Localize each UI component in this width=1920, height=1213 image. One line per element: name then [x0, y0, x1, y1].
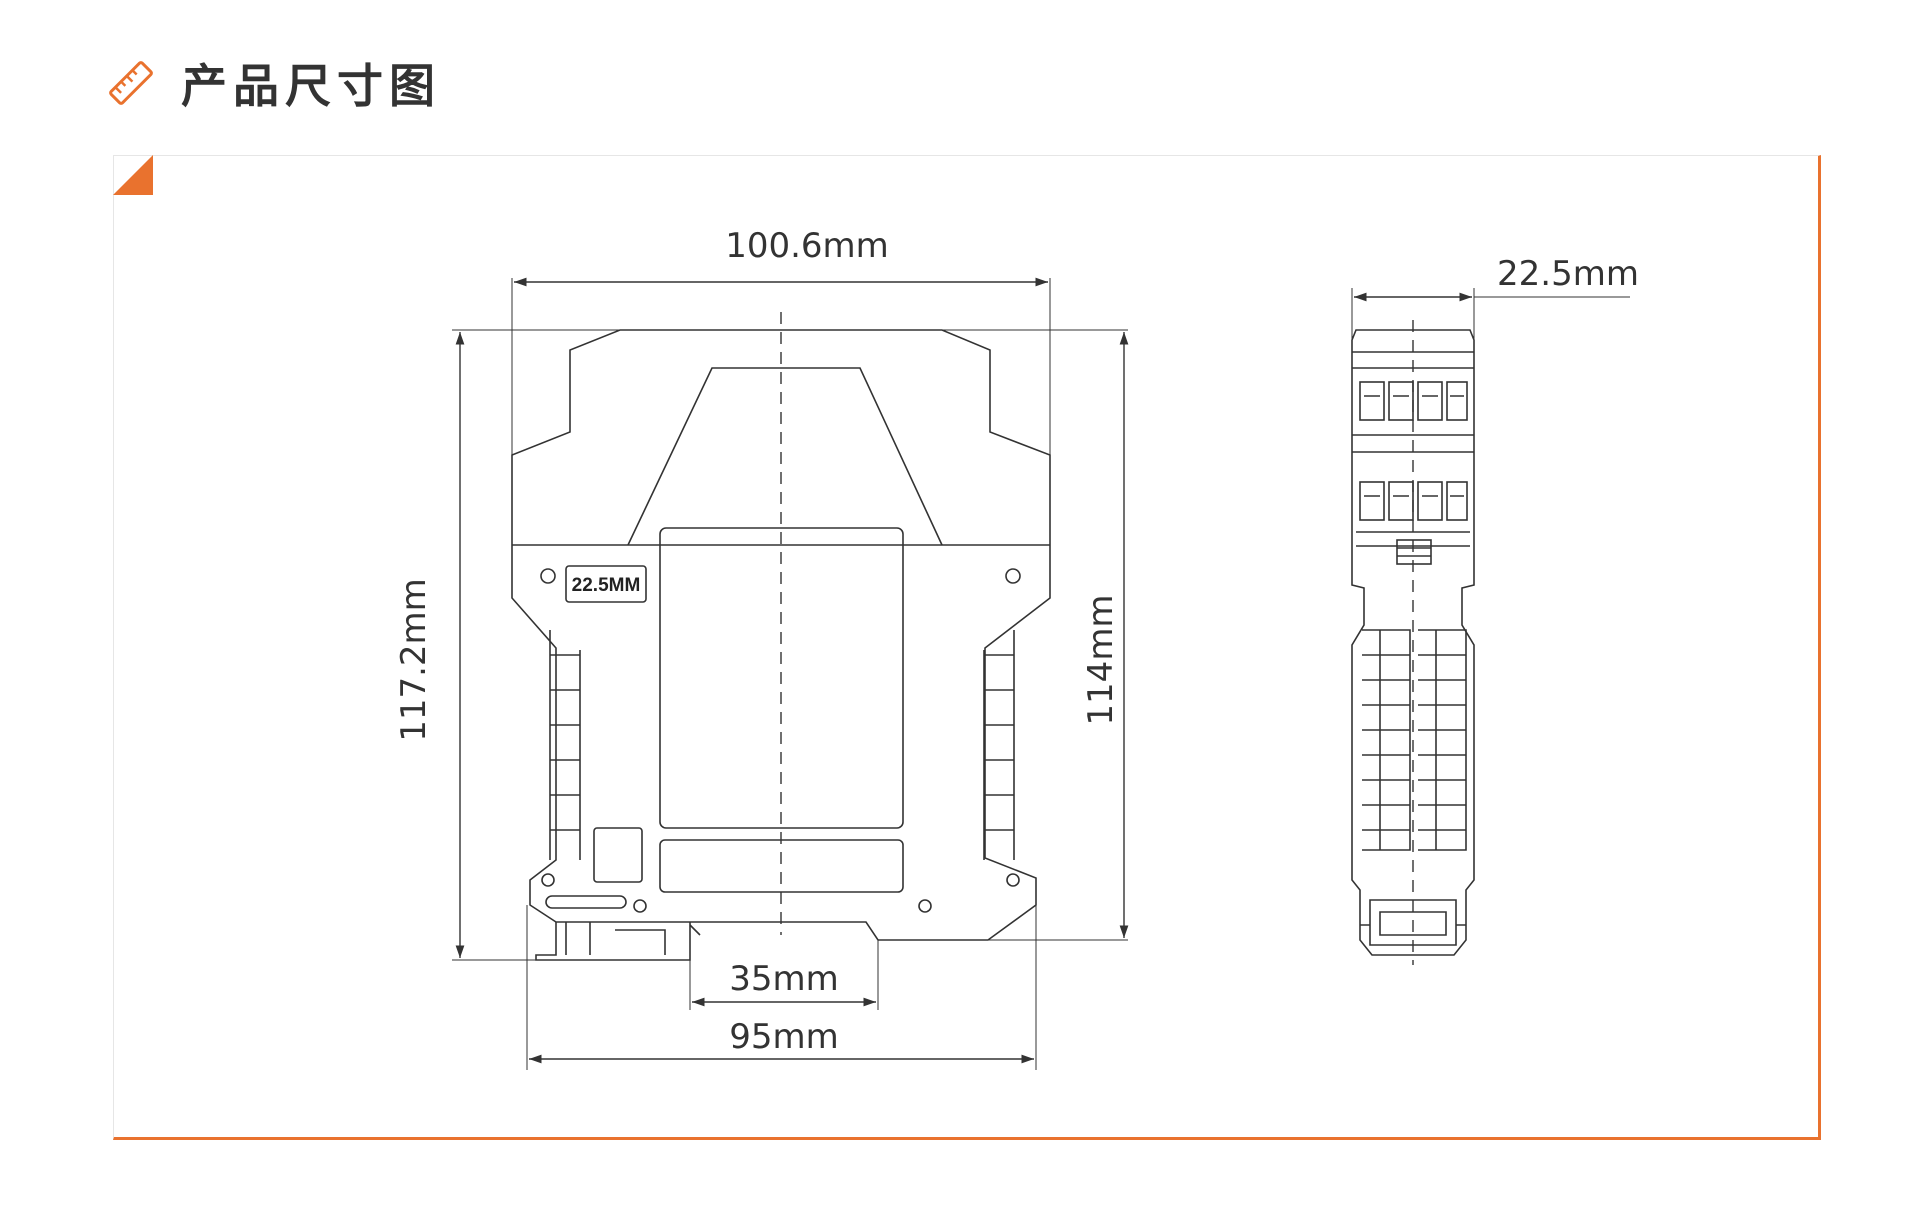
dim-height-right: 114mm	[1081, 594, 1121, 725]
front-label-window	[659, 527, 904, 829]
front-led-window	[593, 827, 643, 883]
front-extension-lines	[452, 278, 1128, 1070]
front-rail-clip	[535, 922, 691, 961]
side-housing-outline	[1351, 329, 1475, 956]
corner-accent	[113, 155, 153, 195]
ruler-icon	[109, 61, 153, 105]
front-badge-text: 22.5MM	[572, 575, 641, 596]
dim-width-top: 100.6mm	[725, 226, 889, 266]
front-badge-box	[565, 565, 647, 603]
dim-height-left: 117.2mm	[394, 578, 434, 742]
section-header: 产品尺寸图	[105, 48, 441, 118]
front-fins-left	[549, 630, 581, 860]
dim-rail: 35mm	[729, 959, 839, 999]
diagram-panel	[113, 155, 1821, 1140]
side-rail-clip	[1369, 899, 1457, 946]
side-terminals-middle	[1359, 481, 1468, 521]
front-view	[511, 329, 1051, 961]
front-name-plate	[659, 839, 904, 893]
page-title: 产品尺寸图	[181, 59, 441, 113]
side-fins	[1362, 629, 1467, 851]
side-view	[1351, 329, 1475, 956]
front-fins-right	[983, 630, 1015, 860]
dim-side-width: 22.5mm	[1497, 254, 1639, 294]
dim-width-bottom: 95mm	[729, 1017, 839, 1057]
